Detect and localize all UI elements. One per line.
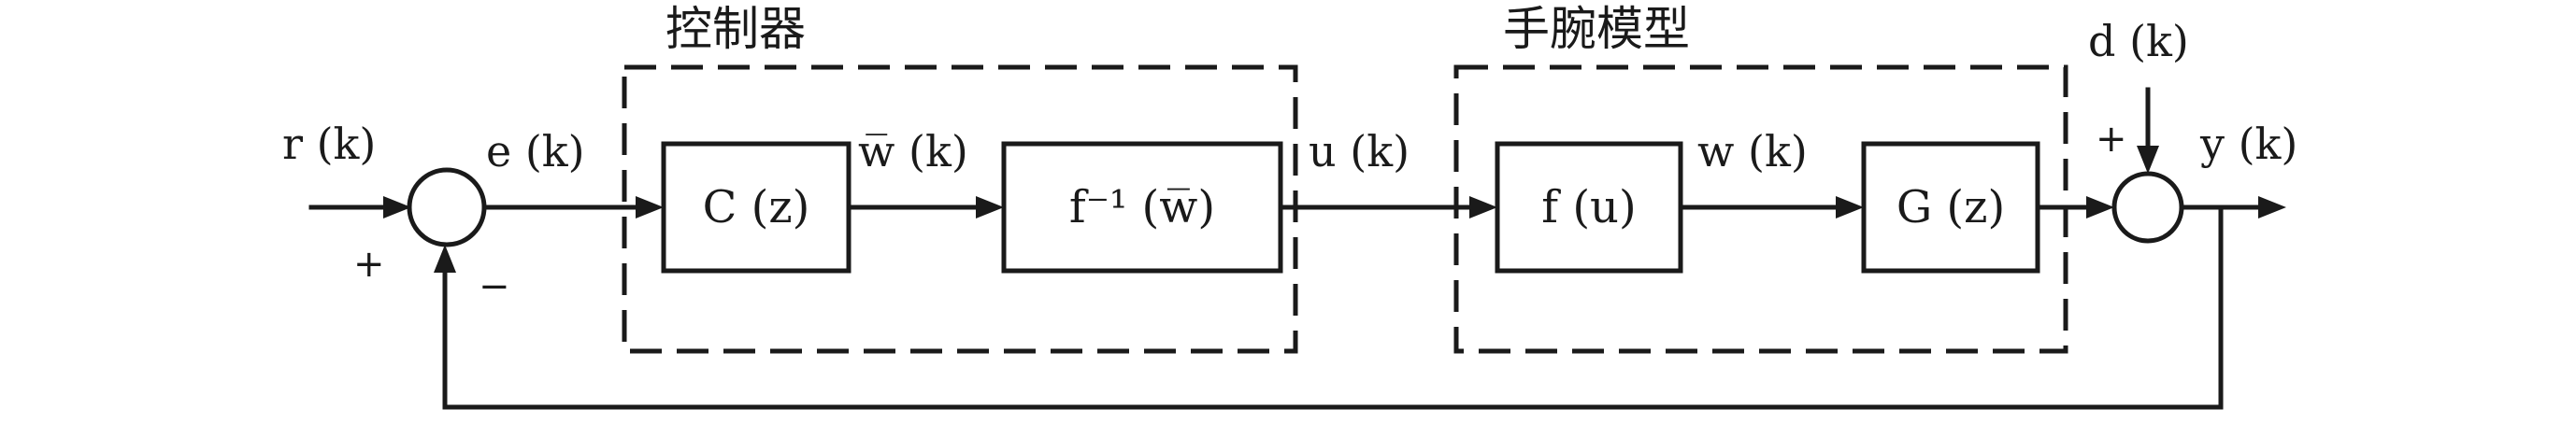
feedback-line	[442, 204, 2224, 410]
g-block-label: G (z)	[1896, 181, 2005, 233]
feedback-minus-sign: −	[479, 265, 510, 308]
e-arrowhead	[636, 196, 664, 219]
f-block-label: f (u)	[1541, 181, 1636, 233]
d-signal-label: d (k)	[2088, 16, 2189, 66]
e-signal-label: e (k)	[486, 126, 585, 176]
g-block	[1861, 141, 2040, 274]
r-plus-sign: +	[353, 243, 385, 286]
controller-group-title: 控制器	[665, 2, 806, 56]
c-block	[661, 141, 852, 274]
f-block	[1495, 141, 1683, 274]
wbar-signal-label: w̅ (k)	[858, 126, 968, 176]
r-signal-label: r (k)	[282, 119, 376, 169]
u-arrowhead	[1469, 196, 1497, 219]
c-block-label: C (z)	[703, 181, 810, 233]
input-summing-junction	[407, 167, 487, 247]
d-plus-sign: +	[2096, 118, 2127, 161]
u-signal-label: u (k)	[1309, 126, 1410, 176]
g-output-arrowhead	[2086, 196, 2114, 219]
y-signal-label: y (k)	[2199, 119, 2297, 169]
finv-block-label: f⁻¹ (w̅)	[1069, 181, 1215, 233]
d-arrowhead	[2137, 146, 2159, 174]
wbar-arrowhead	[976, 196, 1004, 219]
r-arrowhead	[383, 196, 411, 219]
finv-block	[1001, 141, 1283, 274]
feedback-arrowhead	[434, 245, 456, 273]
output-summing-junction	[2111, 171, 2184, 244]
w-signal-label: w (k)	[1697, 126, 1808, 176]
wrist-model-group-title: 手腕模型	[1503, 2, 1690, 56]
y-arrowhead	[2258, 196, 2286, 219]
w-arrowhead	[1836, 196, 1864, 219]
